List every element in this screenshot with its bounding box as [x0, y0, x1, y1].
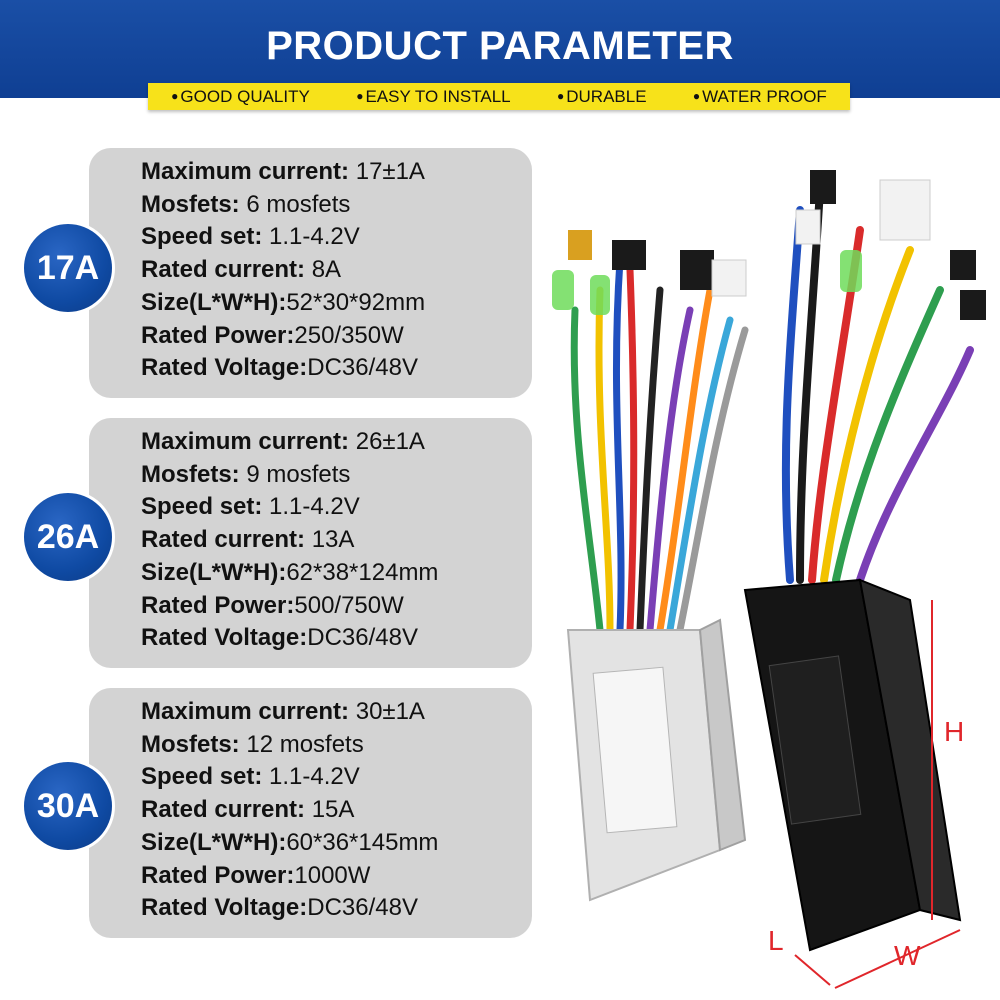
silver-controller-box	[566, 618, 747, 902]
page-title: PRODUCT PARAMETER	[266, 24, 734, 68]
spec-line: Maximum current: 26±1A	[141, 428, 425, 455]
spec-line: Maximum current: 30±1A	[141, 698, 425, 725]
width-dimension-label: W	[894, 940, 921, 971]
connector-icon	[711, 259, 747, 297]
spec-line: Rated Voltage:DC36/48V	[141, 894, 418, 922]
connector-icon	[568, 230, 592, 260]
bullet-icon: ●	[556, 88, 565, 103]
badge-17a: 17A	[21, 221, 115, 315]
spec-line: Size(L*W*H):62*38*124mm	[141, 558, 439, 586]
controller-product-image	[552, 170, 986, 989]
length-dimension-label: L	[768, 925, 784, 956]
bullet-icon: ●	[356, 88, 364, 103]
spec-line: Speed set: 1.1-4.2V	[141, 493, 360, 521]
feature-strip: ●GOOD QUALITY ●EASY TO INSTALL ●DURABLE …	[148, 83, 850, 110]
connector-icon	[879, 179, 931, 241]
spec-line: Rated Voltage:DC36/48V	[141, 354, 418, 382]
spec-line: Mosfets: 6 mosfets	[141, 190, 351, 218]
height-dimension-label: H	[944, 716, 965, 747]
spec-list: Maximum current: 17±1A Mosfets: 6 mosfet…	[141, 156, 425, 385]
spec-line: Mosfets: 9 mosfets	[141, 460, 351, 488]
bullet-icon: ●	[171, 88, 179, 103]
silver-controller-wires	[570, 256, 749, 634]
spec-line: Rated current: 15A	[141, 796, 355, 824]
spec-panel-17a: Maximum current: 17±1A Mosfets: 6 mosfet…	[89, 148, 532, 398]
spec-panel-30a: Maximum current: 30±1A Mosfets: 12 mosfe…	[89, 688, 532, 938]
connector-icon	[960, 290, 986, 320]
connector-icon	[840, 250, 862, 292]
spec-list: Maximum current: 26±1A Mosfets: 9 mosfet…	[141, 426, 438, 655]
feature-item: ●WATER PROOF	[692, 86, 827, 106]
feature-item: ●GOOD QUALITY	[171, 86, 310, 106]
connector-icon	[810, 170, 836, 204]
feature-item: ●EASY TO INSTALL	[356, 86, 511, 106]
spec-line: Size(L*W*H):52*30*92mm	[141, 288, 426, 316]
connector-icon	[612, 240, 646, 270]
spec-panel-26a: Maximum current: 26±1A Mosfets: 9 mosfet…	[89, 418, 532, 668]
connector-icon	[590, 275, 610, 315]
spec-line: Size(L*W*H):60*36*145mm	[141, 828, 439, 856]
spec-line: Rated Voltage:DC36/48V	[141, 624, 418, 652]
bullet-icon: ●	[692, 88, 701, 103]
connector-icon	[680, 250, 714, 290]
spec-list: Maximum current: 30±1A Mosfets: 12 mosfe…	[141, 696, 438, 925]
connector-icon	[795, 209, 821, 245]
badge-30a: 30A	[21, 759, 115, 853]
connector-icon	[552, 270, 574, 310]
spec-line: Speed set: 1.1-4.2V	[141, 223, 360, 251]
black-controller-box	[743, 578, 962, 952]
spec-line: Rated Power:250/350W	[141, 321, 404, 349]
black-controller-wires	[781, 186, 984, 584]
feature-item: ●DURABLE	[556, 86, 647, 106]
spec-line: Mosfets: 12 mosfets	[141, 730, 364, 758]
spec-line: Maximum current: 17±1A	[141, 158, 425, 185]
spec-line: Rated current: 8A	[141, 256, 342, 284]
badge-26a: 26A	[21, 490, 115, 584]
spec-line: Rated Power:500/750W	[141, 591, 404, 619]
header-banner: PRODUCT PARAMETER	[0, 0, 1000, 98]
spec-line: Speed set: 1.1-4.2V	[141, 763, 360, 791]
spec-line: Rated Power:1000W	[141, 861, 371, 889]
dimension-lines	[794, 600, 961, 989]
connector-icon	[950, 250, 976, 280]
spec-line: Rated current: 13A	[141, 526, 355, 554]
